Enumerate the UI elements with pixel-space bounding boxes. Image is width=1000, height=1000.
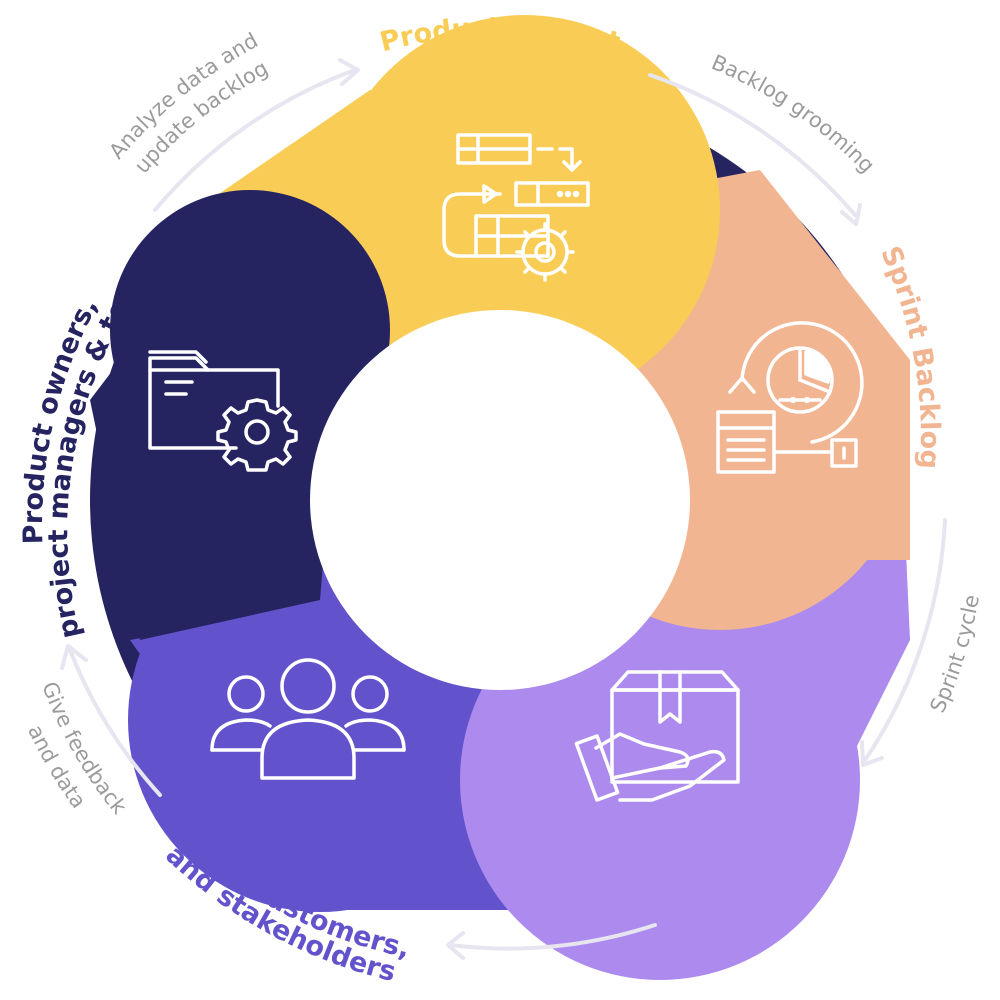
arrow-analyze [153,68,357,212]
arrow-grooming-head [840,203,862,226]
package-handover-icon [574,670,740,802]
label-product-line2: Backlog [437,39,562,74]
transition-arrows [60,58,947,960]
owners-body [90,190,330,640]
segment-owners [90,190,390,640]
folder-gear-icon [148,350,298,472]
arrow-analyze-head [338,58,360,86]
arrow-sprint-cycle [863,518,947,762]
arrow-grooming [648,73,857,217]
arrow-sprint-cycle-head [860,740,884,767]
label-sprint-cycle: Sprint cycle [925,593,984,716]
arrow-deliverable [448,923,657,951]
people-group-icon [210,658,406,780]
segment-product-backlog [210,15,720,405]
arrow-feedback [68,648,162,797]
sprint-cycle-icon [716,321,864,474]
backlog-flow-icon [442,133,590,282]
arrow-feedback-head [60,644,88,670]
arrow-deliverable-head [446,931,465,960]
